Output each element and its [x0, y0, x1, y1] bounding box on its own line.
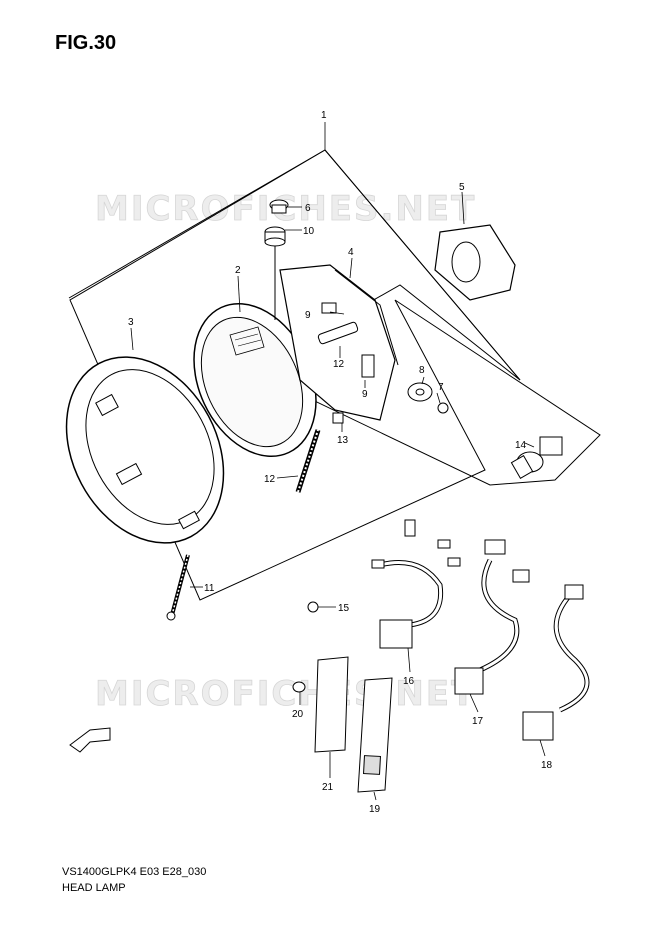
callout-7: 7 [438, 382, 444, 393]
leader-lines [130, 122, 546, 801]
headlamp-housing[interactable] [279, 264, 399, 421]
label-sheet-19[interactable] [357, 677, 393, 793]
callout-9-lower: 9 [362, 389, 368, 400]
callout-12-lower: 12 [264, 474, 276, 485]
callout-1: 1 [321, 110, 327, 121]
adjuster-spring[interactable] [295, 429, 321, 493]
callout-21: 21 [322, 782, 334, 793]
part-name: HEAD LAMP [62, 882, 126, 894]
callout-5: 5 [459, 182, 465, 193]
callout-3: 3 [128, 317, 134, 328]
wiring-harness-18[interactable] [522, 584, 590, 741]
callout-16: 16 [403, 676, 415, 687]
callout-2: 2 [235, 265, 241, 276]
wiring-harness-16[interactable] [371, 519, 461, 649]
callout-18: 18 [541, 760, 553, 771]
clip[interactable] [332, 412, 344, 424]
callouts: 1 2 3 4 5 6 7 8 9 9 10 11 12 12 13 14 15… [128, 110, 553, 815]
headlamp-cover[interactable] [434, 224, 516, 301]
watermark-bottom: MICROFICHES.NET [95, 674, 476, 714]
nut-20[interactable] [292, 681, 306, 693]
callout-10: 10 [303, 226, 315, 237]
small-screw[interactable] [307, 601, 319, 613]
assembly-outline [69, 149, 601, 601]
grommet[interactable] [407, 382, 433, 402]
headlamp-rim[interactable] [35, 330, 254, 571]
callout-9-upper: 9 [305, 310, 311, 321]
callout-4: 4 [348, 247, 354, 258]
fwd-arrow-icon [69, 727, 111, 753]
callout-20: 20 [292, 709, 304, 720]
callout-17: 17 [472, 716, 484, 727]
model-code: VS1400GLPK4 E03 E28_030 [62, 866, 207, 878]
bulb[interactable] [510, 436, 563, 479]
wiring-harness-17[interactable] [454, 539, 530, 695]
label-sheet-21[interactable] [314, 656, 349, 753]
callout-14: 14 [515, 440, 527, 451]
callout-19: 19 [369, 804, 381, 815]
rubber-cap[interactable] [269, 199, 289, 214]
callout-6: 6 [305, 203, 311, 214]
callout-13: 13 [337, 435, 349, 446]
screw[interactable] [437, 402, 449, 414]
figure-title: FIG.30 [55, 32, 117, 54]
bolt[interactable] [166, 554, 190, 621]
damper[interactable] [264, 226, 286, 247]
callout-12-upper: 12 [333, 359, 345, 370]
callout-15: 15 [338, 603, 350, 614]
callout-8: 8 [419, 365, 425, 376]
headlamp-unit[interactable] [170, 284, 339, 476]
callout-11: 11 [204, 583, 215, 594]
